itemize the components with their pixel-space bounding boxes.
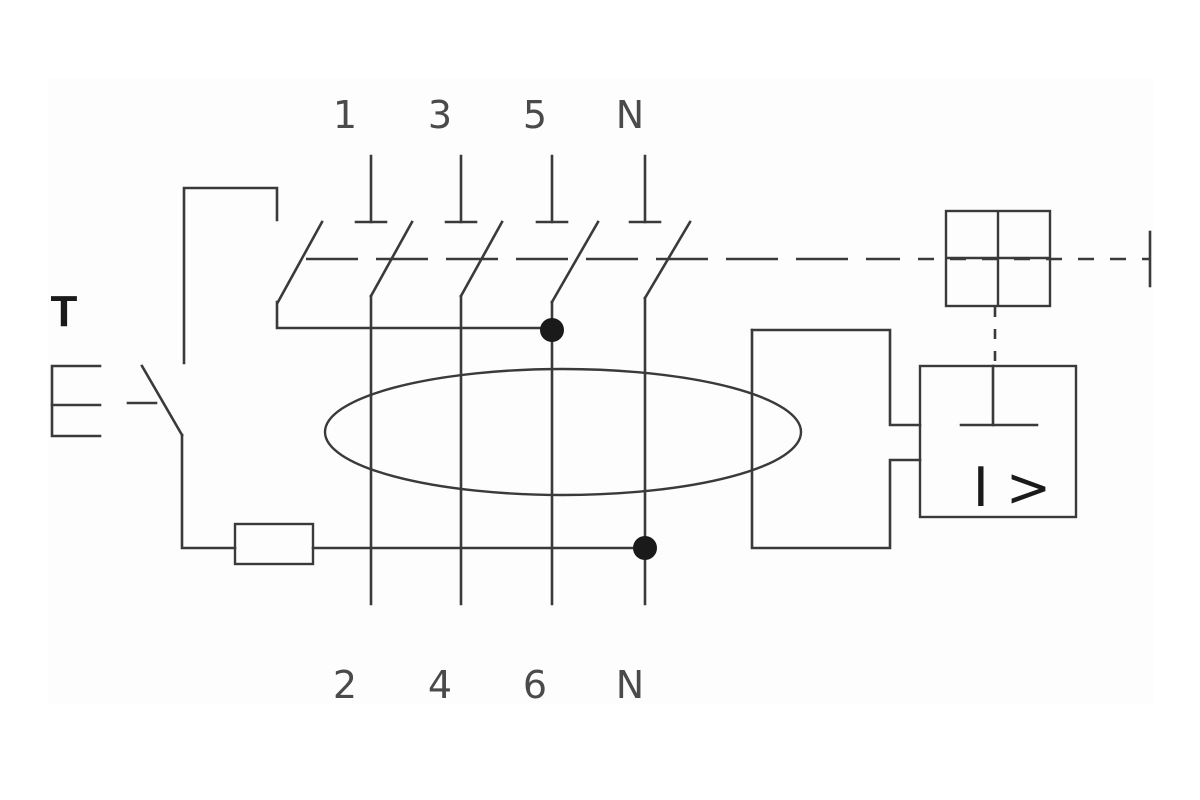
pole-1: [354, 154, 414, 606]
terminal-label-bottom-n: N: [615, 663, 645, 707]
current-transformer-core: [323, 367, 803, 497]
test-resistor: [233, 522, 315, 566]
terminal-label-bottom-2: 2: [332, 663, 358, 707]
pole-3: [444, 154, 504, 606]
trip-unit-label: I >: [972, 456, 1052, 519]
junction-dot-bottom: [633, 536, 657, 560]
junction-dot-top: [540, 318, 564, 342]
pole-neutral: [628, 154, 692, 606]
terminal-label-top-n: N: [615, 93, 645, 137]
terminal-label-bottom-4: 4: [427, 663, 453, 707]
terminal-label-bottom-6: 6: [522, 663, 548, 707]
evaluation-unit: [750, 328, 922, 550]
test-circuit-wiring: [180, 186, 647, 566]
pole-5: [535, 154, 600, 606]
trip-relay-box: [918, 364, 1078, 519]
terminal-label-top-5: 5: [522, 93, 548, 137]
diagram-background: [48, 78, 1154, 704]
test-button-label: T: [50, 287, 78, 336]
terminal-label-top-3: 3: [427, 93, 453, 137]
test-contact-blade: [276, 220, 324, 304]
test-button-symbol: [50, 364, 184, 438]
terminal-label-top-1: 1: [332, 93, 358, 137]
